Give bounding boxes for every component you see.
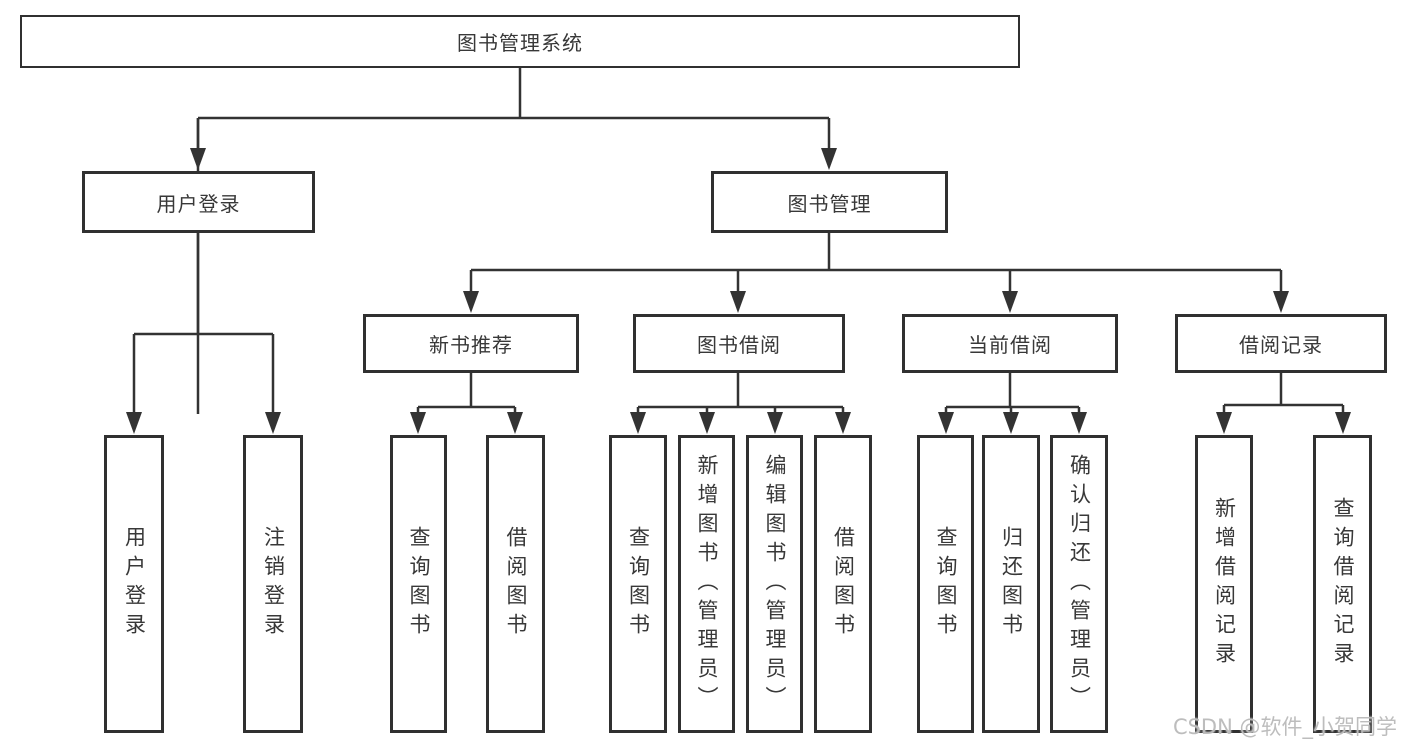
node-leaf-query-books-2: 查询图书 <box>609 435 667 733</box>
node-book-management: 图书管理 <box>711 171 948 233</box>
arrowhead <box>1273 291 1289 313</box>
node-label: 新增借阅记录 <box>1212 497 1237 671</box>
node-leaf-query-borrow-record: 查询借阅记录 <box>1313 435 1372 733</box>
wire-current-split <box>944 372 1081 416</box>
node-label: 当前借阅 <box>968 333 1052 357</box>
arrowhead <box>410 412 426 434</box>
arrowhead <box>699 412 715 434</box>
node-user-login: 用户登录 <box>82 171 315 233</box>
node-label: 用户登录 <box>122 526 147 642</box>
arrowhead <box>265 412 281 434</box>
wire-mgmt-split <box>469 233 1283 296</box>
node-leaf-borrow-books-1: 借阅图书 <box>486 435 545 733</box>
node-leaf-edit-books-admin: 编辑图书（管理员） <box>746 435 803 733</box>
node-root: 图书管理系统 <box>20 15 1020 68</box>
node-label: 查询图书 <box>626 526 651 642</box>
node-current-borrow: 当前借阅 <box>902 314 1118 373</box>
node-label: 用户登录 <box>156 191 241 216</box>
arrowhead <box>835 412 851 434</box>
node-new-book-recommend: 新书推荐 <box>363 314 579 373</box>
arrowhead <box>1216 412 1232 434</box>
arrowhead <box>767 412 783 434</box>
node-label: 借阅记录 <box>1239 333 1323 357</box>
arrowhead <box>1003 412 1019 434</box>
node-leaf-query-books-1: 查询图书 <box>390 435 447 733</box>
wire-newbook-split <box>416 372 517 416</box>
arrowhead <box>1335 412 1351 434</box>
node-leaf-add-borrow-record: 新增借阅记录 <box>1195 435 1253 733</box>
wire-borrow-split <box>636 372 845 416</box>
node-label: 图书管理 <box>787 191 872 216</box>
node-label: 图书借阅 <box>697 333 781 357</box>
node-leaf-user-login: 用户登录 <box>104 435 164 733</box>
arrowhead <box>1071 412 1087 434</box>
node-leaf-return-books: 归还图书 <box>982 435 1040 733</box>
node-leaf-add-books-admin: 新增图书（管理员） <box>678 435 735 733</box>
arrowhead <box>730 291 746 313</box>
arrowhead <box>507 412 523 434</box>
arrowhead <box>190 148 206 170</box>
node-label: 借阅图书 <box>831 526 856 642</box>
node-label: 查询图书 <box>407 526 431 642</box>
node-label: 编辑图书（管理员） <box>763 453 787 715</box>
arrowhead <box>463 291 479 313</box>
node-leaf-logout: 注销登录 <box>243 435 303 733</box>
node-label: 借阅图书 <box>504 526 528 642</box>
node-borrow-records: 借阅记录 <box>1175 314 1387 373</box>
wire-root-split <box>196 68 831 414</box>
arrowhead <box>821 148 837 170</box>
watermark: CSDN @软件_小贺同学 <box>1172 715 1397 739</box>
node-leaf-confirm-return-admin: 确认归还（管理员） <box>1050 435 1108 733</box>
arrowhead <box>126 412 142 434</box>
arrowhead <box>630 412 646 434</box>
node-label: 图书管理系统 <box>457 31 583 55</box>
node-leaf-query-books-3: 查询图书 <box>917 435 974 733</box>
node-label: 新书推荐 <box>429 333 513 357</box>
node-label: 归还图书 <box>999 526 1024 642</box>
node-leaf-borrow-books-2: 借阅图书 <box>814 435 872 733</box>
node-book-borrow: 图书借阅 <box>633 314 845 373</box>
node-label: 确认归还（管理员） <box>1067 453 1092 715</box>
wire-login-split <box>132 233 275 416</box>
node-label: 注销登录 <box>261 526 286 642</box>
node-label: 新增图书（管理员） <box>695 453 719 715</box>
arrowhead <box>938 412 954 434</box>
node-label: 查询借阅记录 <box>1331 497 1355 671</box>
node-label: 查询图书 <box>934 526 958 642</box>
arrowhead <box>1002 291 1018 313</box>
wire-records-split <box>1222 372 1345 416</box>
